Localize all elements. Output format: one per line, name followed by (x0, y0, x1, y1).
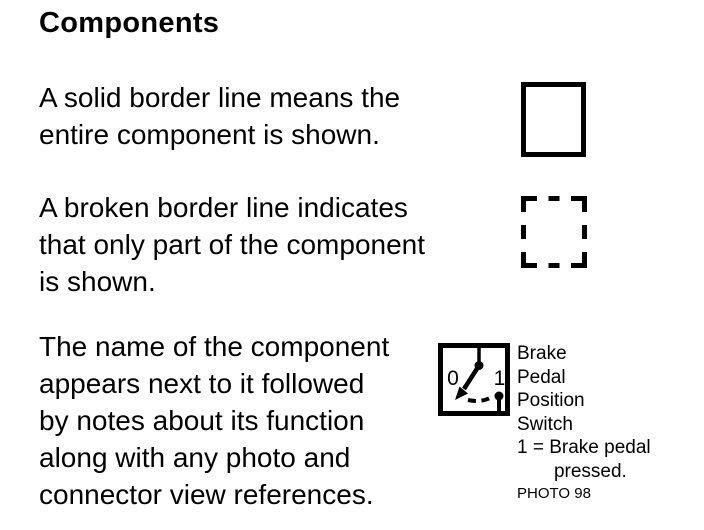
component-name-paragraph: The name of the component appears next t… (39, 331, 390, 510)
switch-function-note: 1 = Brake pedal pressed. (517, 437, 651, 482)
solid-border-box (521, 82, 586, 157)
switch-label-block: Brake Pedal Position Switch 1 = Brake pe… (517, 342, 702, 504)
component-name-label: Brake Pedal Position Switch (517, 343, 585, 435)
solid-border-paragraph: A solid border line means the entire com… (39, 82, 401, 150)
switch-state-1-label: 1 (494, 367, 506, 390)
broken-border-paragraph: A broken border line indicates that only… (39, 192, 426, 297)
dashed-border-path (521, 196, 587, 268)
page-title: Components (39, 7, 220, 39)
switch-lever-arrowhead (455, 386, 468, 400)
brake-pedal-switch-symbol: 0 1 (438, 343, 510, 416)
switch-lever-line (462, 364, 481, 391)
photo-reference: PHOTO 98 (517, 485, 591, 502)
switch-travel-dashed-arc (467, 395, 493, 403)
broken-border-box (521, 196, 587, 268)
switch-state-0-label: 0 (447, 367, 459, 390)
